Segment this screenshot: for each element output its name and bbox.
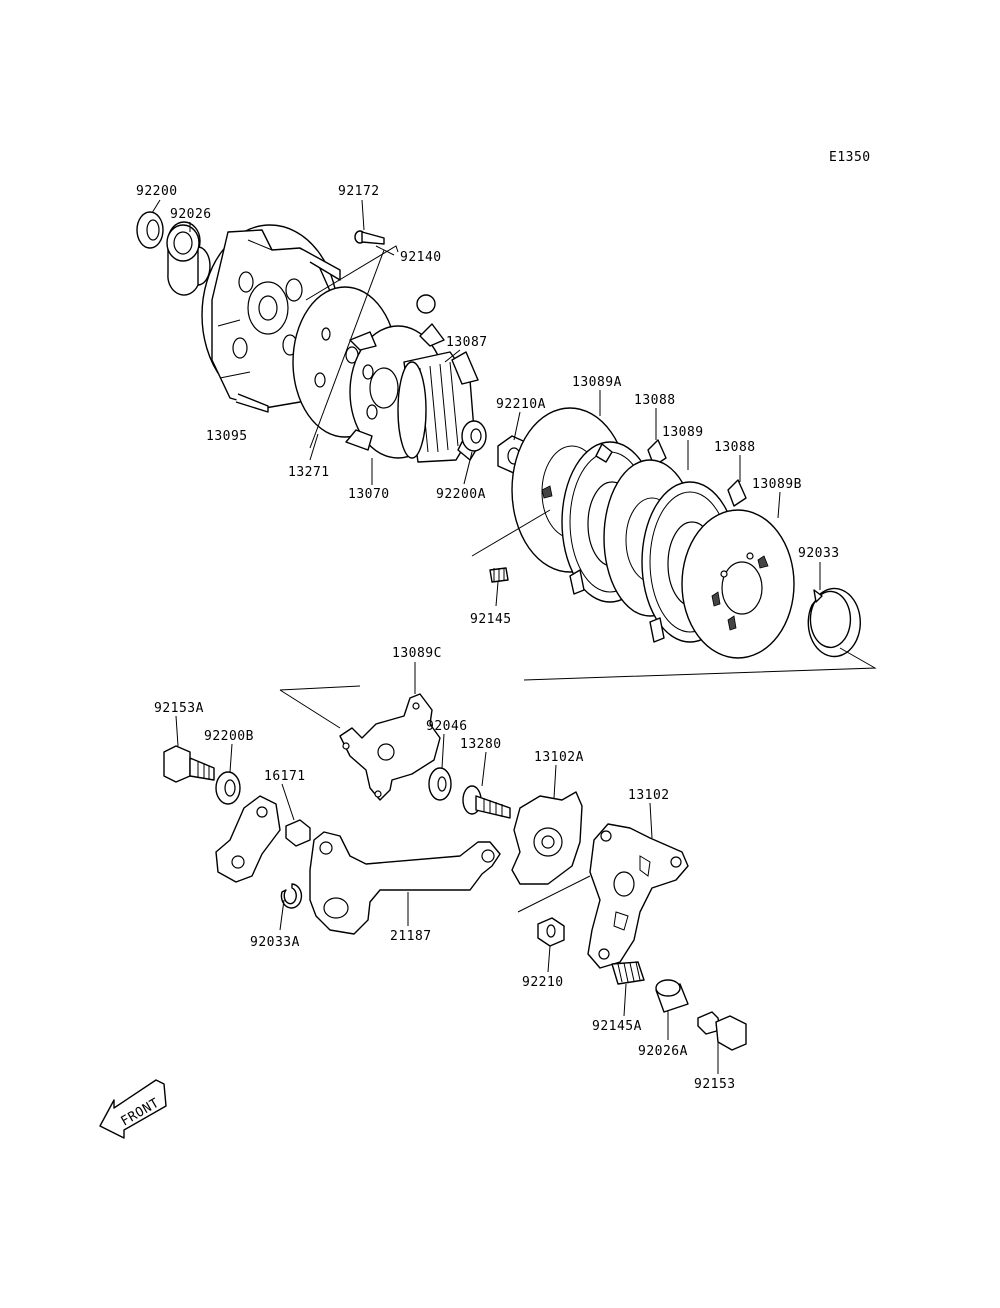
- label-92033: 92033: [798, 546, 840, 561]
- label-13280: 13280: [460, 737, 502, 752]
- washer-92200A-drawing: [461, 420, 487, 452]
- spring-92145-drawing: [489, 567, 509, 583]
- ball-92140-drawing: [416, 294, 436, 314]
- cam-13102A-drawing: [511, 791, 583, 885]
- washer-92046-drawing: [428, 767, 452, 801]
- label-13271: 13271: [288, 465, 330, 480]
- label-13087: 13087: [446, 335, 488, 350]
- label-92210A: 92210A: [496, 397, 546, 412]
- label-92200: 92200: [136, 184, 178, 199]
- lever-16171-drawing: [215, 795, 311, 883]
- label-92172: 92172: [338, 184, 380, 199]
- label-92026: 92026: [170, 207, 212, 222]
- leader-lines: [151, 199, 877, 1074]
- label-21187: 21187: [390, 929, 432, 944]
- label-13070: 13070: [348, 487, 390, 502]
- label-13088a: 13088: [634, 393, 676, 408]
- pressure-plate-13089B-drawing: [681, 509, 795, 659]
- pedal-21187-drawing: [309, 831, 501, 935]
- label-92145: 92145: [470, 612, 512, 627]
- bolt-92153-drawing: [697, 1011, 747, 1051]
- label-92153: 92153: [694, 1077, 736, 1092]
- screw-92172-drawing: [354, 230, 385, 245]
- circlip-92033-drawing: [807, 587, 861, 658]
- diagram-code: E1350: [829, 150, 871, 165]
- washer-92200-drawing: [136, 211, 164, 249]
- label-13089: 13089: [662, 425, 704, 440]
- label-13089B: 13089B: [752, 477, 802, 492]
- collar-92026-drawing: [166, 221, 211, 296]
- washer-92200B-drawing: [215, 771, 241, 805]
- label-92145A: 92145A: [592, 1019, 642, 1034]
- label-13095: 13095: [206, 429, 248, 444]
- label-13102A: 13102A: [534, 750, 584, 765]
- label-92200A: 92200A: [436, 487, 486, 502]
- label-92046: 92046: [426, 719, 468, 734]
- label-92140: 92140: [400, 250, 442, 265]
- label-92153A: 92153A: [154, 701, 204, 716]
- plate-13089C-drawing: [339, 693, 441, 801]
- plate-13102-drawing: [587, 823, 689, 969]
- spring-92145A-drawing: [611, 961, 645, 985]
- label-92026A: 92026A: [638, 1044, 688, 1059]
- label-16171: 16171: [264, 769, 306, 784]
- label-13088b: 13088: [714, 440, 756, 455]
- label-92200B: 92200B: [204, 729, 254, 744]
- front-arrow: FRONT: [99, 1079, 167, 1139]
- label-92033A: 92033A: [250, 935, 300, 950]
- circlip-92033A-drawing: [280, 883, 303, 909]
- label-13089C: 13089C: [392, 646, 442, 661]
- screw-13280-drawing: [462, 785, 511, 819]
- label-13089A: 13089A: [572, 375, 622, 390]
- collar-92026A-drawing: [655, 979, 689, 1013]
- label-13102: 13102: [628, 788, 670, 803]
- label-92210: 92210: [522, 975, 564, 990]
- nut-92210-drawing: [537, 917, 565, 947]
- bolt-92153A-drawing: [163, 745, 215, 783]
